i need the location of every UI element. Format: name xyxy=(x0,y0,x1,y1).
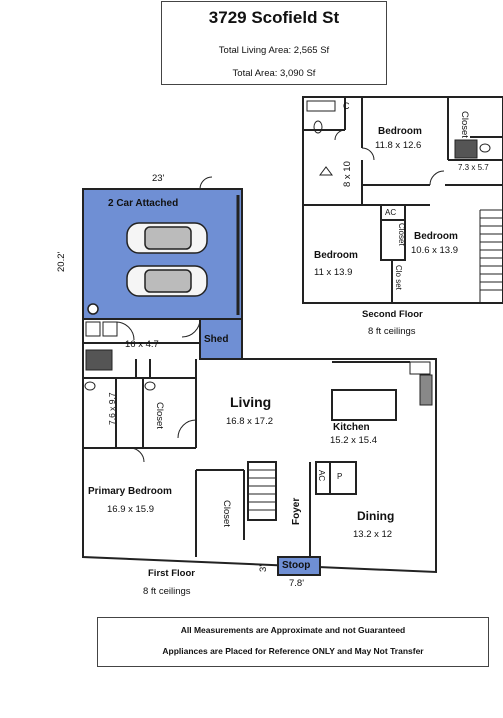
laundry-dim: 16 x 4.7 xyxy=(125,339,159,350)
kitchen-dim: 15.2 x 15.4 xyxy=(330,435,378,446)
living-label: Living xyxy=(230,394,272,410)
car-icons xyxy=(126,222,208,297)
garage-depth-dim: 20.2' xyxy=(56,251,67,272)
second-floor-closet-3: Clo set xyxy=(394,265,403,290)
second-floor-c-label: C xyxy=(343,101,350,111)
primary-closet-label: Closet xyxy=(221,500,232,527)
bedroom-1-dim: 11.8 x 12.6 xyxy=(375,140,422,151)
first-bath-dim: 7.6 x 9.7 xyxy=(107,392,117,425)
shed-label: Shed xyxy=(204,334,229,345)
second-floor-closet-1: Closet xyxy=(459,111,470,138)
second-bath-dim: 7.3 x 5.7 xyxy=(458,163,489,172)
dining-label: Dining xyxy=(357,509,395,523)
bedroom-2-label: Bedroom xyxy=(414,231,458,242)
first-floor-ac-label: AC xyxy=(317,470,326,482)
total-area-text: Total Area: 3,090 Sf xyxy=(232,68,316,79)
second-hall-dim: 8 x 10 xyxy=(342,161,353,187)
first-floor-ceilings: 8 ft ceilings xyxy=(143,586,191,597)
dining-dim: 13.2 x 12 xyxy=(353,529,393,540)
title-box: 3729 Scofield St Total Living Area: 2,56… xyxy=(161,1,387,85)
note-measurements: All Measurements are Approximate and not… xyxy=(180,625,406,635)
first-floor-title: First Floor xyxy=(148,568,195,579)
kitchen-label: Kitchen xyxy=(333,422,370,433)
second-floor-plan xyxy=(302,96,503,304)
second-floor-outline xyxy=(302,96,503,304)
second-floor-ceilings: 8 ft ceilings xyxy=(368,326,416,337)
notes-box: All Measurements are Approximate and not… xyxy=(97,617,489,667)
garage-area xyxy=(82,188,243,320)
bedroom-2-dim: 10.6 x 13.9 xyxy=(411,245,459,256)
bedroom-3-dim: 11 x 13.9 xyxy=(314,267,353,278)
living-area-text: Total Living Area: 2,565 Sf xyxy=(218,45,330,56)
note-appliances: Appliances are Placed for Reference ONLY… xyxy=(162,646,424,656)
stoop-area xyxy=(277,556,321,576)
stoop-label: Stoop xyxy=(282,560,311,571)
address-title: 3729 Scofield St xyxy=(208,8,340,27)
first-bath-closet: Closet xyxy=(154,402,165,429)
second-floor-title: Second Floor xyxy=(362,309,423,320)
stoop-dim: 7.8' xyxy=(289,578,305,589)
bedroom-1-label: Bedroom xyxy=(378,126,422,137)
garage-label: 2 Car Attached xyxy=(108,198,179,209)
first-floor-plan xyxy=(82,176,437,576)
garage-width-dim: 23' xyxy=(152,173,165,184)
primary-bedroom-label: Primary Bedroom xyxy=(88,486,172,497)
stoop-side-dim: 3' xyxy=(258,564,269,572)
bedroom-3-label: Bedroom xyxy=(314,250,358,261)
pantry-label: P xyxy=(337,472,343,481)
foyer-label: Foyer xyxy=(291,497,302,525)
second-floor-ac-label: AC xyxy=(385,208,397,217)
living-dim: 16.8 x 17.2 xyxy=(226,416,274,427)
primary-bedroom-dim: 16.9 x 15.9 xyxy=(107,504,155,515)
second-floor-closet-2: Closet xyxy=(397,223,406,246)
